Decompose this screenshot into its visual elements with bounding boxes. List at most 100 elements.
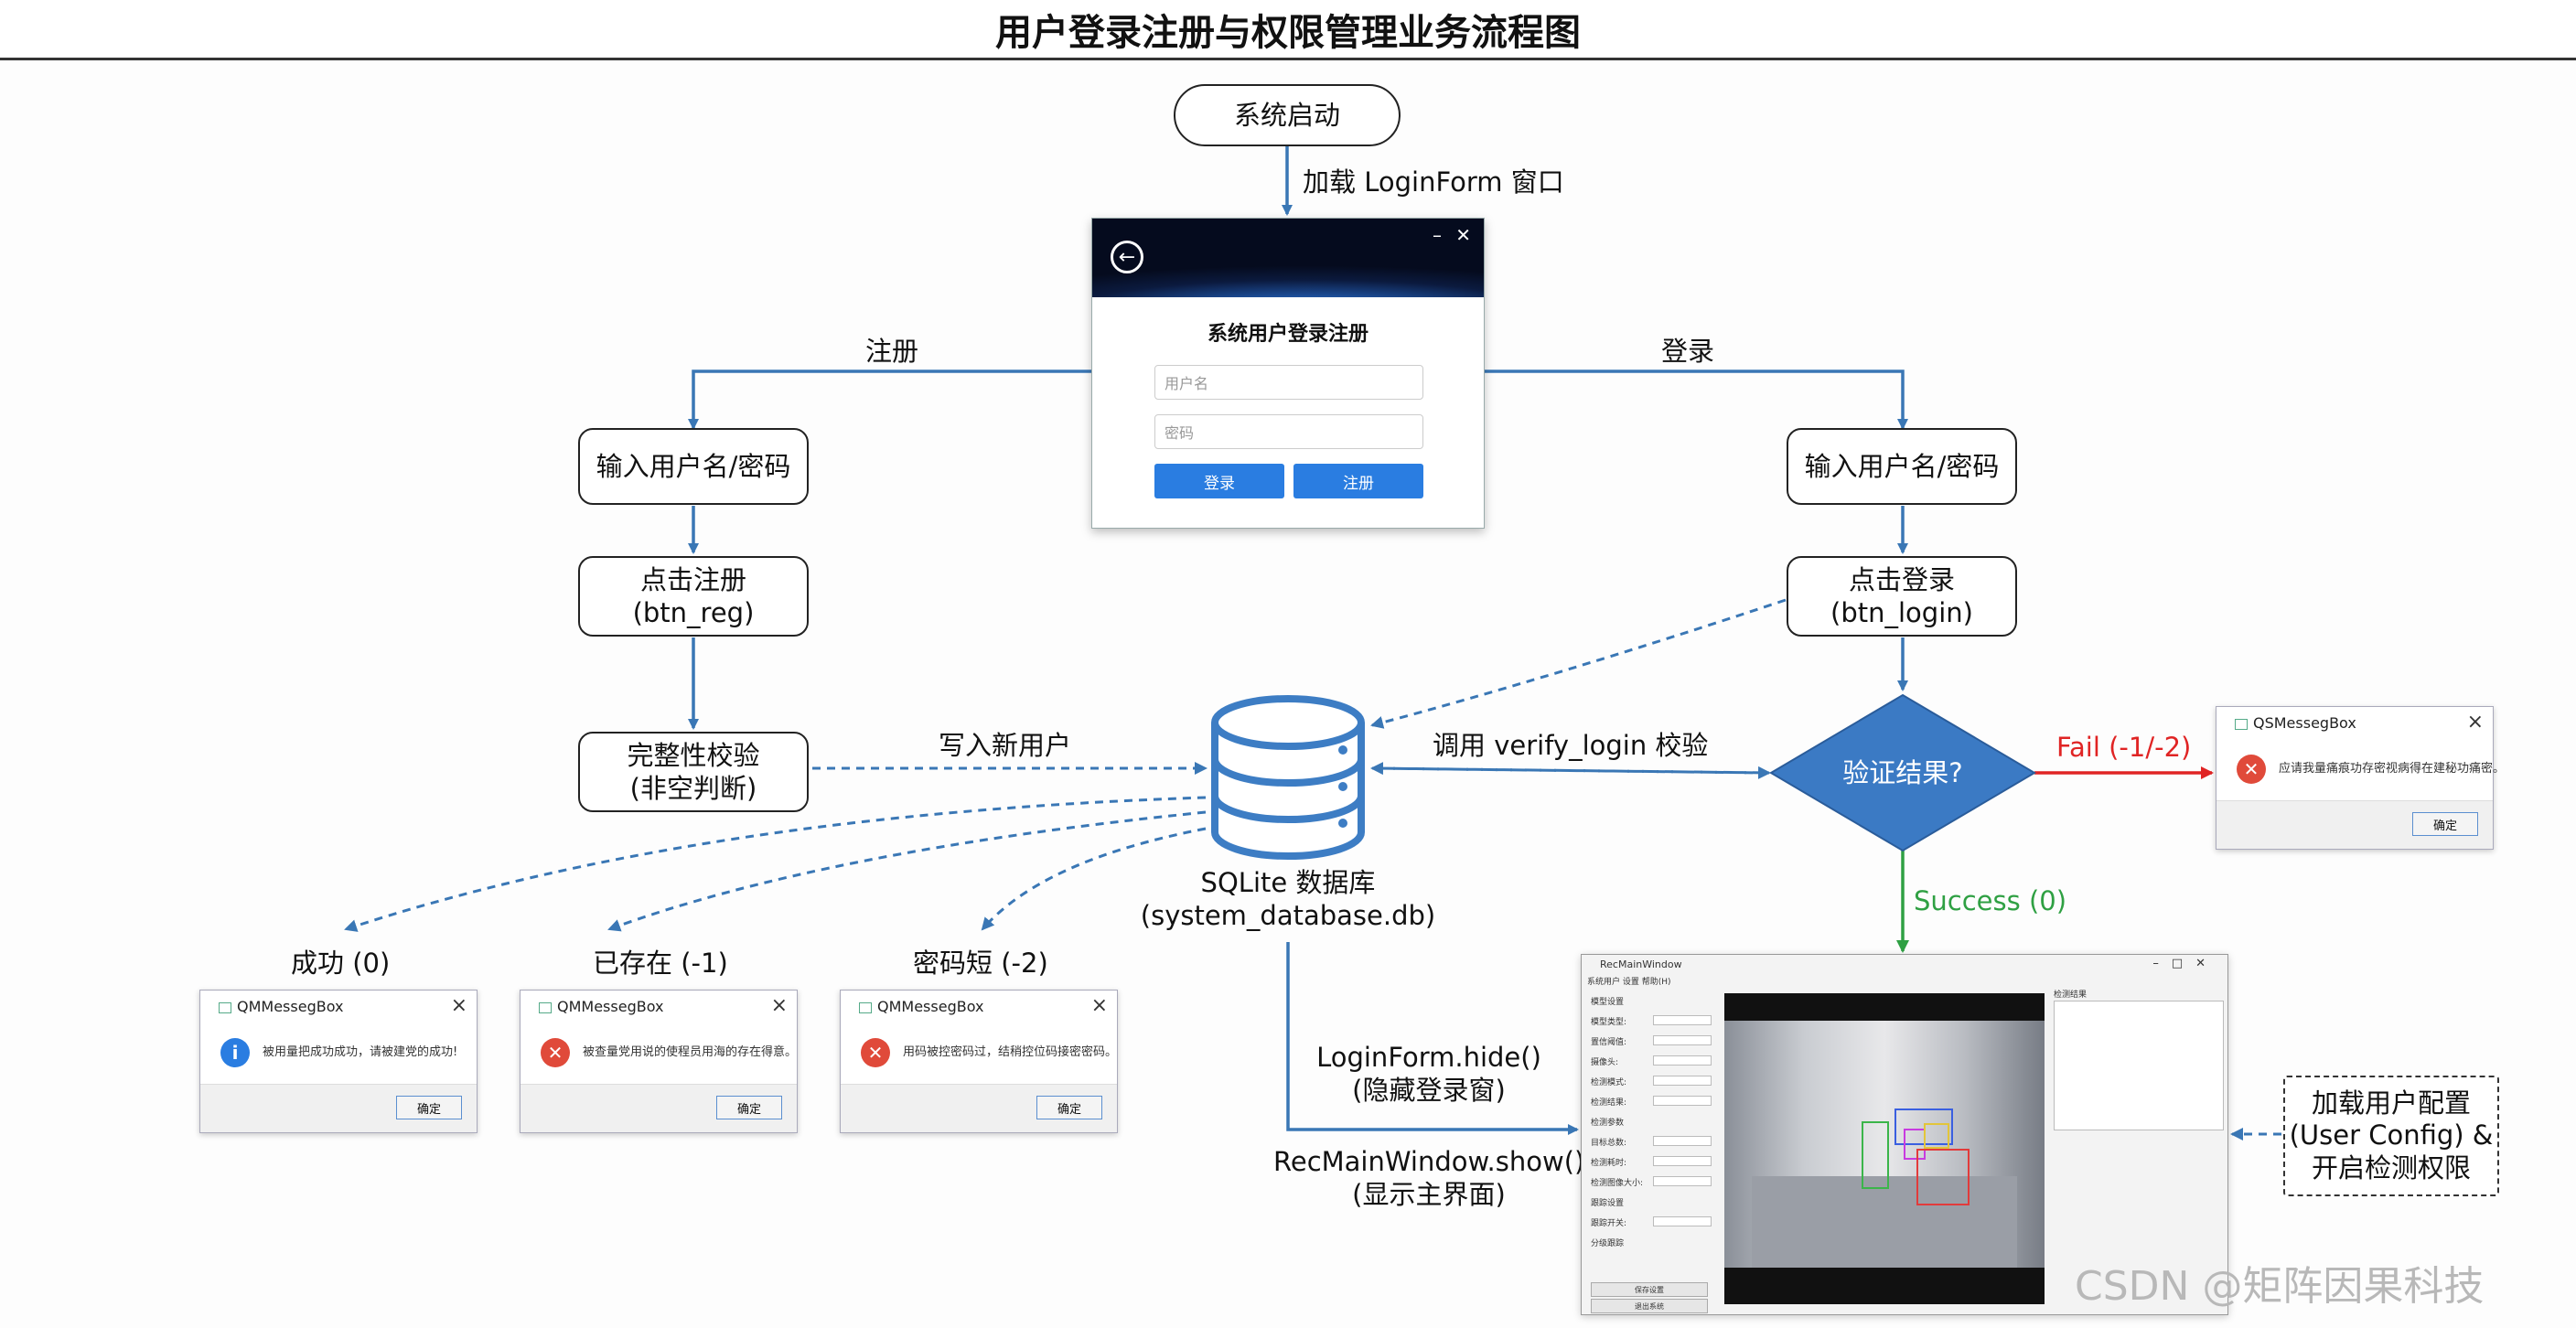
database-icon [1211, 695, 1365, 860]
settings-row-field[interactable] [1653, 1136, 1712, 1146]
save-settings-button[interactable]: 保存设置 [1591, 1282, 1708, 1297]
register-button[interactable]: 注册 [1293, 464, 1423, 498]
msgbox-text: 用码被控密码过，结稍控位码接密密码。 [903, 1045, 1118, 1059]
error-icon: ✕ [2237, 755, 2266, 784]
register-input-node: 输入用户名/密码 [578, 428, 809, 505]
ok-button[interactable]: 确定 [396, 1096, 462, 1119]
msgbox-success: QMMessegBox × i 被用量把成功成功，请被建党的成功! 确定 [199, 990, 478, 1133]
edge-login [1485, 369, 1908, 430]
edge-label-success: Success (0) [1914, 885, 2067, 916]
settings-row-label: 检测耗时: [1591, 1159, 1627, 1168]
settings-row: 检测结果: [1591, 1096, 1715, 1108]
close-icon[interactable]: × [770, 994, 788, 1017]
login-click-label: 点击登录 [1848, 563, 1955, 595]
result-label-short: 密码短 (-2) [913, 948, 1048, 979]
results-panel: 检测结果 [2054, 988, 2224, 1308]
edge-show-main [1286, 942, 1579, 1135]
edge-label-load: 加载 LoginForm 窗口 [1303, 166, 1564, 198]
msgbox-short-password: QMMessegBox × ✕ 用码被控密码过，结稍控位码接密密码。 确定 [840, 990, 1118, 1133]
settings-row: 检测耗时: [1591, 1156, 1715, 1168]
page-title: 用户登录注册与权限管理业务流程图 [0, 0, 2576, 60]
login-input-label: 输入用户名/密码 [1804, 450, 2000, 482]
info-icon: i [220, 1038, 250, 1067]
ok-button[interactable]: 确定 [2412, 812, 2478, 836]
close-icon[interactable]: × [450, 994, 467, 1017]
login-click-sub: (btn_login) [1830, 597, 1973, 628]
close-icon[interactable]: × [2466, 711, 2484, 734]
database-title: SQLite 数据库 [1200, 867, 1376, 898]
register-click-label: 点击注册 [639, 563, 746, 595]
msgbox-text: 应请我量痛痕功存密视病得在建秘功痛密。 [2279, 762, 2506, 776]
password-input[interactable]: 密码 [1154, 414, 1423, 449]
show-main-label: RecMainWindow.show() (显示主界面) [1273, 1145, 1584, 1212]
exit-button[interactable]: 退出系统 [1591, 1299, 1708, 1313]
error-icon: ✕ [541, 1038, 570, 1067]
register-input-label: 输入用户名/密码 [596, 450, 791, 482]
window-controls-icon[interactable]: –□✕ [2152, 957, 2218, 970]
ok-button[interactable]: 确定 [716, 1096, 782, 1119]
settings-row-field[interactable] [1653, 1176, 1712, 1186]
msgbox-text: 被查量党用说的使程员用海的存在得意。 [583, 1045, 798, 1059]
close-icon[interactable]: ✕ [1455, 224, 1471, 246]
settings-row-field[interactable] [1653, 1096, 1712, 1106]
start-label: 系统启动 [1233, 99, 1340, 131]
msgbox-title: QMMessegBox [219, 998, 343, 1015]
main-menu[interactable]: 系统用户 设置 帮助(H) [1587, 978, 1671, 987]
camera-scene [1724, 1021, 2045, 1268]
validation-sub: (非空判断) [629, 773, 757, 804]
login-button[interactable]: 登录 [1154, 464, 1284, 498]
settings-row: 检测模式: [1591, 1076, 1715, 1087]
username-input[interactable]: 用户名 [1154, 365, 1423, 400]
detection-box [1862, 1121, 1889, 1189]
main-window: RecMainWindow –□✕ 系统用户 设置 帮助(H) 模型设置模型类型… [1581, 954, 2228, 1315]
settings-row-field[interactable] [1653, 1156, 1712, 1166]
close-icon[interactable]: × [1090, 994, 1108, 1017]
result-label-ok: 成功 (0) [291, 948, 391, 979]
minimize-icon[interactable]: – [1433, 224, 1442, 246]
detection-box [1924, 1123, 1949, 1149]
settings-row: 模型类型: [1591, 1015, 1715, 1027]
settings-row-label: 分级跟踪 [1591, 1239, 1625, 1248]
edge-label-verify: 调用 verify_login 校验 [1433, 730, 1709, 761]
hide-login-desc: (隐藏登录窗) [1352, 1075, 1506, 1107]
settings-row-label: 模型设置 [1591, 998, 1625, 1007]
settings-row: 检测参数 [1591, 1116, 1715, 1128]
settings-row-field[interactable] [1653, 1076, 1712, 1086]
main-window-title: RecMainWindow [1600, 959, 1682, 970]
settings-row: 摄像头: [1591, 1055, 1715, 1067]
settings-row-field[interactable] [1653, 1055, 1712, 1066]
arrow-left-icon[interactable]: ← [1111, 241, 1143, 273]
database-file: (system_database.db) [1140, 900, 1436, 931]
validation-node: 完整性校验 (非空判断) [578, 732, 809, 812]
settings-row-field[interactable] [1653, 1035, 1712, 1045]
database-label: SQLite 数据库 (system_database.db) [1123, 862, 1453, 931]
detection-box [1916, 1149, 1970, 1205]
settings-row: 跟踪开关: [1591, 1216, 1715, 1228]
edge-label-login: 登录 [1661, 336, 1715, 367]
settings-row-label: 检测参数 [1591, 1119, 1625, 1128]
video-preview [1724, 993, 2045, 1304]
floor [1752, 1176, 2017, 1268]
msgbox-exists: QMMessegBox × ✕ 被查量党用说的使程员用海的存在得意。 确定 [520, 990, 798, 1133]
msgbox-title: QMMessegBox [859, 998, 983, 1015]
msgbox-text: 被用量把成功成功，请被建党的成功! [263, 1045, 458, 1059]
show-main-call: RecMainWindow.show() [1273, 1146, 1585, 1177]
register-click-sub: (btn_reg) [632, 597, 755, 628]
ok-button[interactable]: 确定 [1036, 1096, 1102, 1119]
settings-row: 分级跟踪 [1591, 1237, 1715, 1248]
settings-row: 模型设置 [1591, 995, 1715, 1007]
edge-label-fail: Fail (-1/-2) [2056, 732, 2192, 763]
msgbox-title: QMMessegBox [539, 998, 663, 1015]
decision-shape [1769, 693, 2036, 852]
settings-row-field[interactable] [1653, 1216, 1712, 1226]
config-line-2: (User Config) & [2289, 1119, 2494, 1151]
watermark: CSDN @矩阵因果科技 [2075, 1263, 2485, 1310]
settings-panel: 模型设置模型类型:置信阈值:摄像头:检测模式:检测结果:检测参数目标总数:检测耗… [1587, 988, 1715, 1308]
start-node: 系统启动 [1174, 84, 1401, 146]
config-node: 加载用户配置 (User Config) & 开启检测权限 [2283, 1076, 2499, 1196]
settings-row-label: 置信阈值: [1591, 1038, 1627, 1047]
login-click-node: 点击登录 (btn_login) [1787, 556, 2017, 637]
config-line-1: 加载用户配置 [2311, 1087, 2471, 1119]
settings-row-field[interactable] [1653, 1015, 1712, 1025]
